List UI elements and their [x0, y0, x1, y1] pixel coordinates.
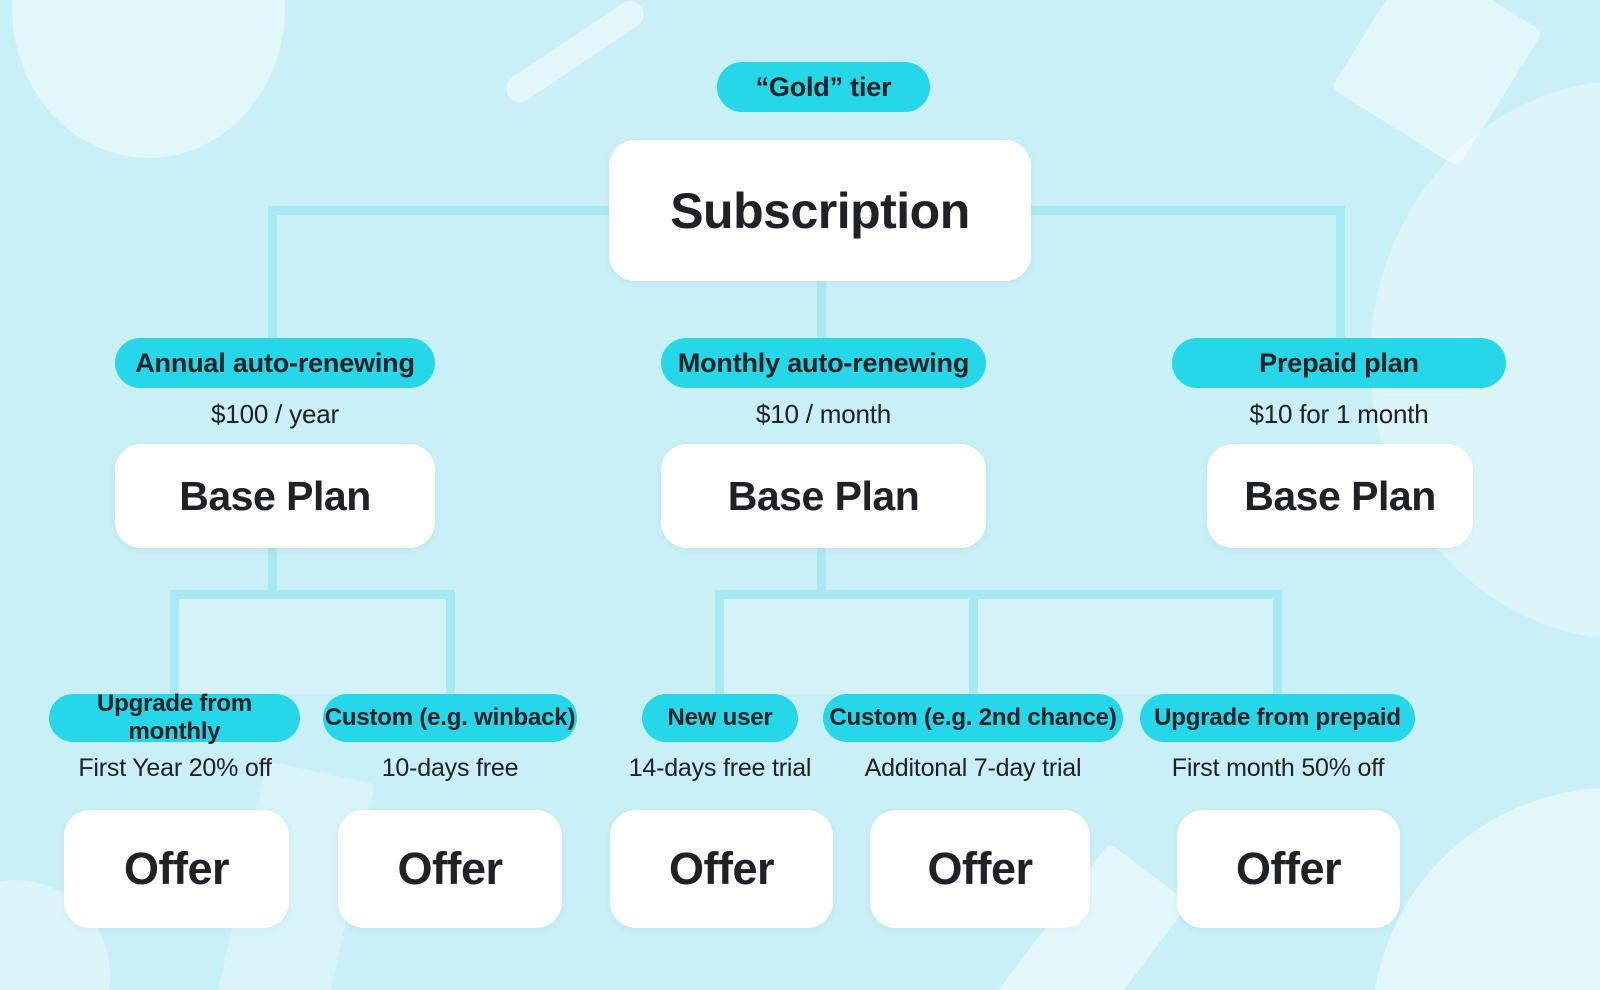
offer-tag-custom-winback: Custom (e.g. winback): [323, 694, 577, 742]
connector-monthly-offers-bracket: [715, 590, 1282, 694]
plan-price-annual: $100 / year: [211, 398, 339, 429]
offer-detail-upgrade-from-prepaid: First month 50% off: [1171, 753, 1385, 782]
decor-circle-top-left: [12, 0, 285, 158]
base-plan-node-annual: Base Plan: [115, 444, 435, 548]
base-plan-node-prepaid: Base Plan: [1207, 444, 1473, 548]
connector-prepaid-vertical: [1336, 206, 1345, 338]
decor-stripe-top: [501, 0, 649, 108]
base-plan-node-monthly: Base Plan: [661, 444, 986, 548]
plan-price-monthly: $10 / month: [755, 398, 892, 429]
connector-annual-vertical: [268, 206, 277, 338]
offer-tag-upgrade-from-monthly: Upgrade from monthly: [49, 690, 300, 745]
offer-tag-custom-2nd-chance: Custom (e.g. 2nd chance): [823, 694, 1123, 742]
offer-node-custom-winback: Offer: [338, 810, 562, 928]
plan-tag-prepaid: Prepaid plan: [1172, 338, 1506, 388]
connector-monthly-offer-middle-leg: [969, 590, 978, 694]
offer-node-new-user: Offer: [610, 810, 833, 928]
offer-detail-custom-2nd-chance: Additonal 7-day trial: [864, 753, 1082, 782]
decor-circle-bottom-right: [1372, 788, 1600, 990]
plan-tag-annual: Annual auto-renewing: [115, 338, 435, 388]
connector-annual-offers-bracket: [170, 590, 455, 694]
offer-node-custom-2nd-chance: Offer: [870, 810, 1090, 928]
connector-root-to-annual-horizontal: [272, 206, 609, 215]
plan-tag-monthly: Monthly auto-renewing: [661, 338, 986, 388]
offer-tag-new-user: New user: [642, 694, 798, 742]
offer-node-upgrade-from-prepaid: Offer: [1177, 810, 1400, 928]
offer-detail-custom-winback: 10-days free: [381, 753, 519, 782]
connector-monthly-base-stub: [817, 548, 826, 590]
connector-annual-base-stub: [268, 548, 277, 590]
connector-monthly-vertical: [817, 281, 826, 338]
plan-price-prepaid: $10 for 1 month: [1249, 398, 1429, 429]
offer-node-upgrade-from-monthly: Offer: [64, 810, 289, 928]
connector-root-to-prepaid-horizontal: [1031, 206, 1341, 215]
offer-tag-upgrade-from-prepaid: Upgrade from prepaid: [1140, 694, 1415, 742]
tier-badge: “Gold” tier: [717, 62, 930, 112]
offer-detail-upgrade-from-monthly: First Year 20% off: [78, 753, 272, 782]
subscription-node: Subscription: [609, 140, 1031, 281]
offer-detail-new-user: 14-days free trial: [628, 753, 812, 782]
